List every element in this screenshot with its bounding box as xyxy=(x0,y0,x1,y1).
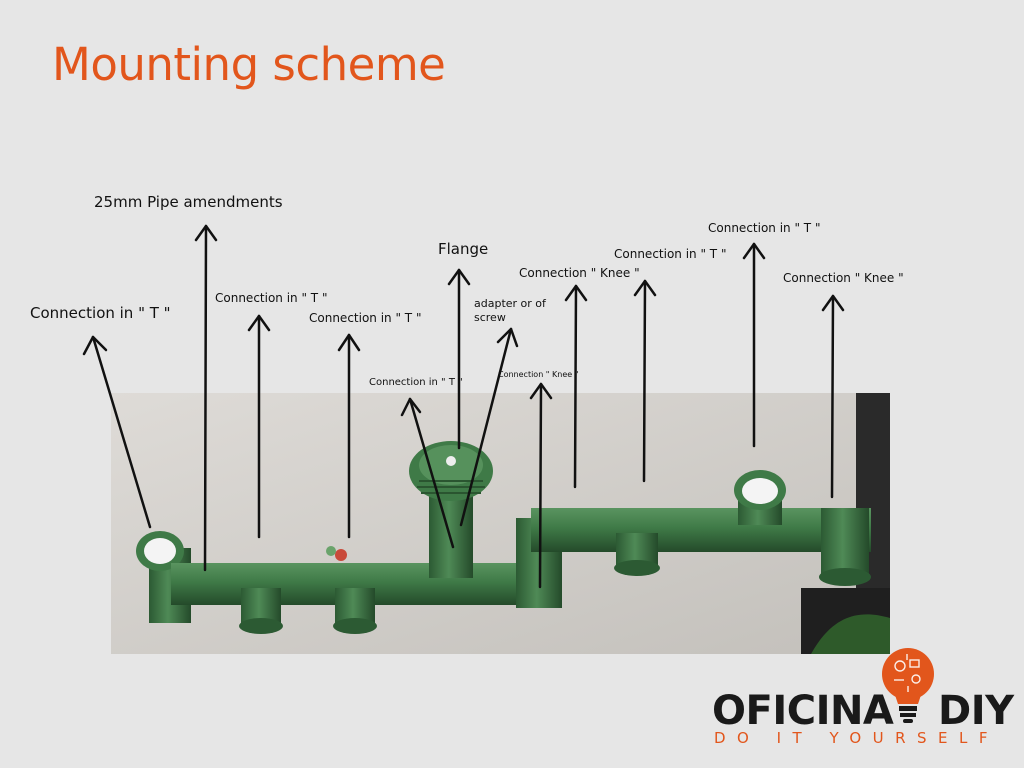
label-knee-a: Connection " Knee " xyxy=(519,266,640,280)
logo-word-left: OFICINA xyxy=(712,688,893,734)
label-pipe-amendments: 25mm Pipe amendments xyxy=(94,193,283,211)
label-t-connection-a: Connection in " T " xyxy=(215,291,327,305)
label-flange: Flange xyxy=(438,240,488,258)
lightbulb-icon xyxy=(880,646,936,724)
label-t-connection-e: Connection in " T " xyxy=(708,221,820,235)
label-t-connection-d: Connection in " T " xyxy=(614,247,726,261)
label-t-connection-c: Connection in " T " xyxy=(369,377,463,388)
oficina-diy-logo: OFICINA DIY DO IT YOURSELF xyxy=(712,646,1012,756)
label-knee-b: Connection " Knee " xyxy=(783,271,904,285)
label-knee-small: Connection " Knee " xyxy=(498,370,578,379)
logo-tagline: DO IT YOURSELF xyxy=(714,729,999,747)
label-t-connection-b: Connection in " T " xyxy=(309,311,421,325)
logo-word-right: DIY xyxy=(938,688,1014,734)
label-t-connection-left: Connection in " T " xyxy=(30,304,171,322)
label-adapter-screw: adapter or of screw xyxy=(474,297,546,325)
